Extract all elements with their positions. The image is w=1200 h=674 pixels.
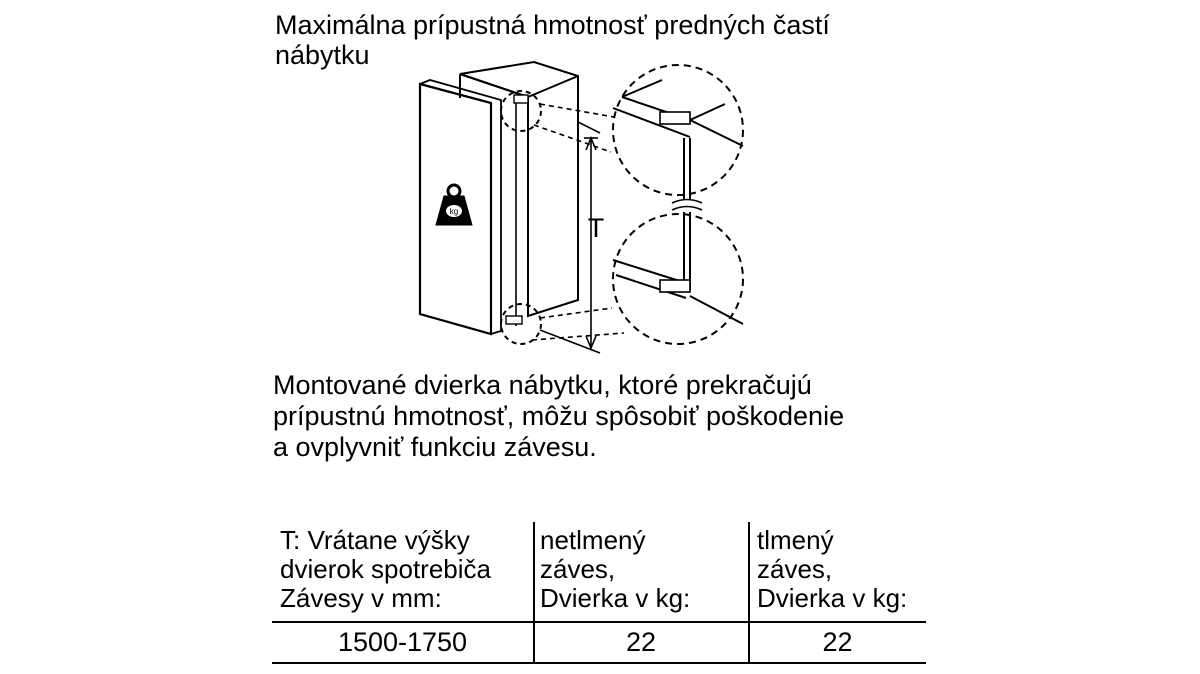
weight-icon-label: kg — [450, 207, 458, 216]
cell-hinge-range: 1500-1750 — [337, 627, 468, 657]
heading: Maximálna prípustná hmotnosť predných ča… — [275, 10, 830, 70]
lower-hinge-detail — [612, 212, 744, 345]
detail-connectors — [531, 103, 625, 341]
table-bottom-rule — [272, 662, 926, 664]
table-header-rule — [272, 621, 926, 623]
warning-line-1: Montované dvierka nábytku, ktoré prekrač… — [273, 370, 812, 400]
warning-line-2: prípustnú hmotnosť, môžu spôsobiť poškod… — [273, 401, 845, 431]
refrigerator-body — [459, 60, 579, 326]
break-marks — [671, 198, 703, 211]
upper-hinge-marker — [500, 90, 542, 132]
dimension-label-t: T — [588, 213, 605, 243]
cell-undamped-kg: 22 — [625, 627, 657, 657]
table-divider-1 — [533, 522, 535, 662]
table-divider-2 — [748, 522, 750, 662]
warning-text: Montované dvierka nábytku, ktoré prekrač… — [273, 370, 844, 463]
warning-line-3: a ovplyvniť funkciu závesu. — [273, 432, 597, 462]
header-damped-hinge: tlmený záves, Dvierka v kg: — [757, 525, 908, 613]
heading-line-1: Maximálna prípustná hmotnosť predných ča… — [275, 10, 830, 40]
weight-icon: kg — [435, 183, 473, 226]
cell-damped-kg: 22 — [822, 627, 853, 657]
lower-hinge-marker — [500, 303, 542, 345]
height-dimension: T — [539, 121, 605, 354]
header-hinge-height: T: Vrátane výšky dvierok spotrebiča Záve… — [280, 525, 491, 613]
heading-line-2: nábytku — [275, 40, 370, 70]
upper-hinge-detail — [612, 64, 744, 200]
header-undamped-hinge: netlmený záves, Dvierka v kg: — [540, 525, 691, 613]
